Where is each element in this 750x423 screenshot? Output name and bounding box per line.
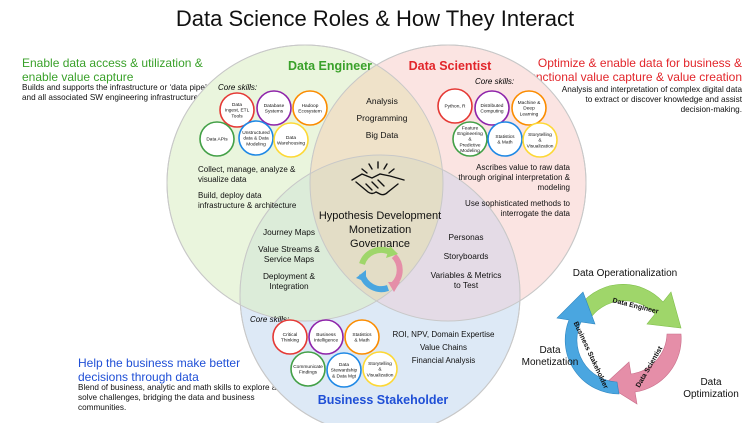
center-overlap [310,155,443,321]
data-engineer-description: Builds and supports the infrastructure o… [22,83,222,102]
overlap-item: Variables & Metrics to Test [430,270,502,290]
overlap-item: Big Data [365,130,399,140]
business-stakeholder-arrow [556,291,620,395]
ds-bs-overlap-list: Personas Storyboards Variables & Metrics… [426,232,506,290]
skill-bubble [452,121,488,157]
overlap-item: Journey Maps [262,227,316,237]
de-ds-overlap-list: Analysis Programming Big Data [342,93,422,144]
skill-bubble [273,122,309,158]
skill-label: Statistics& Math [352,332,372,344]
skill-label: Storytelling&Visualization [367,361,394,378]
skill-bubble [238,120,274,156]
skill-label: Statistics& Math [495,134,515,146]
skill-bubble [437,88,473,124]
task-item: ROI, NPV, Domain Expertise [392,330,495,339]
skill-bubble [256,90,292,126]
de-core-skills-label: Core skills: [218,83,257,92]
bs-tasks: ROI, NPV, Domain Expertise Value Chains … [386,330,501,366]
skill-bubble [199,121,235,157]
skill-label: Python, R [444,104,466,110]
skill-bubble [272,319,308,355]
skill-bubble [487,121,523,157]
de-tasks: Collect, manage, analyze & visualize dat… [198,165,308,211]
data-scientist-arrow [604,333,682,405]
center-cycle-icon [356,246,403,293]
ds-tasks: Ascribes value to raw data through origi… [455,163,570,219]
cycle-left-label: Data Monetization [521,345,579,368]
skill-bubble [292,90,328,126]
page-title: Data Science Roles & How They Interact [175,6,575,31]
de-bs-overlap-list: Journey Maps Value Streams & Service Map… [248,227,330,291]
skill-bubble [362,351,398,387]
data-scientist-description: Analysis and interpretation of complex d… [561,85,742,114]
cycle-right-label: Data Optimization [683,377,739,400]
cycle-top-label: Data Operationalization [572,268,678,279]
data-scientist-goal: Optimize & enable data for business & fu… [525,56,742,84]
overlap-item: Personas [448,232,484,242]
skill-bubble [308,319,344,355]
skill-label: Storytelling&Visualization [527,132,554,149]
center-item: Monetization [348,224,412,236]
ds-core-skills-label: Core skills: [475,77,514,86]
skill-bubble [522,122,558,158]
data-engineer-arrow [576,284,682,329]
skill-bubble [219,92,255,128]
overlap-item: Value Streams & Service Maps [258,244,320,264]
skill-bubble [326,352,362,388]
skill-label: Data APIs [206,137,228,143]
data-engineer-title: Data Engineer [288,59,372,73]
overlap-item: Deployment & Integration [262,271,316,291]
handshake-icon [351,161,405,196]
task-item: Ascribes value to raw data through origi… [458,163,570,192]
data-engineer-goal: Enable data access & utilization & enabl… [22,56,203,84]
data-scientist-title: Data Scientist [409,59,493,73]
overlap-item: Programming [356,113,408,123]
skill-bubble [344,319,380,355]
task-item: Financial Analysis [411,356,476,365]
task-item: Build, deploy data infrastructure & arch… [198,191,297,210]
overlap-item: Storyboards [443,251,489,261]
business-stakeholder-title: Business Stakeholder [318,393,449,407]
task-item: Collect, manage, analyze & visualize dat… [198,165,296,184]
center-item: Hypothesis Development [318,210,442,222]
bs-core-skills-label: Core skills: [250,315,289,324]
overlap-item: Analysis [366,96,398,106]
center-item: Governance [350,238,410,250]
task-item: Value Chains [420,343,467,352]
skill-bubble [474,90,510,126]
center-overlap-list: Hypothesis Development Monetization Gove… [310,209,450,251]
skill-bubble [511,90,547,126]
skill-bubble [290,351,326,387]
business-stakeholder-description: Blend of business, analytic and math ski… [78,383,286,412]
business-stakeholder-goal: Help the business make better decisions … [78,356,241,384]
task-item: Use sophisticated methods to interrogate… [465,199,570,218]
